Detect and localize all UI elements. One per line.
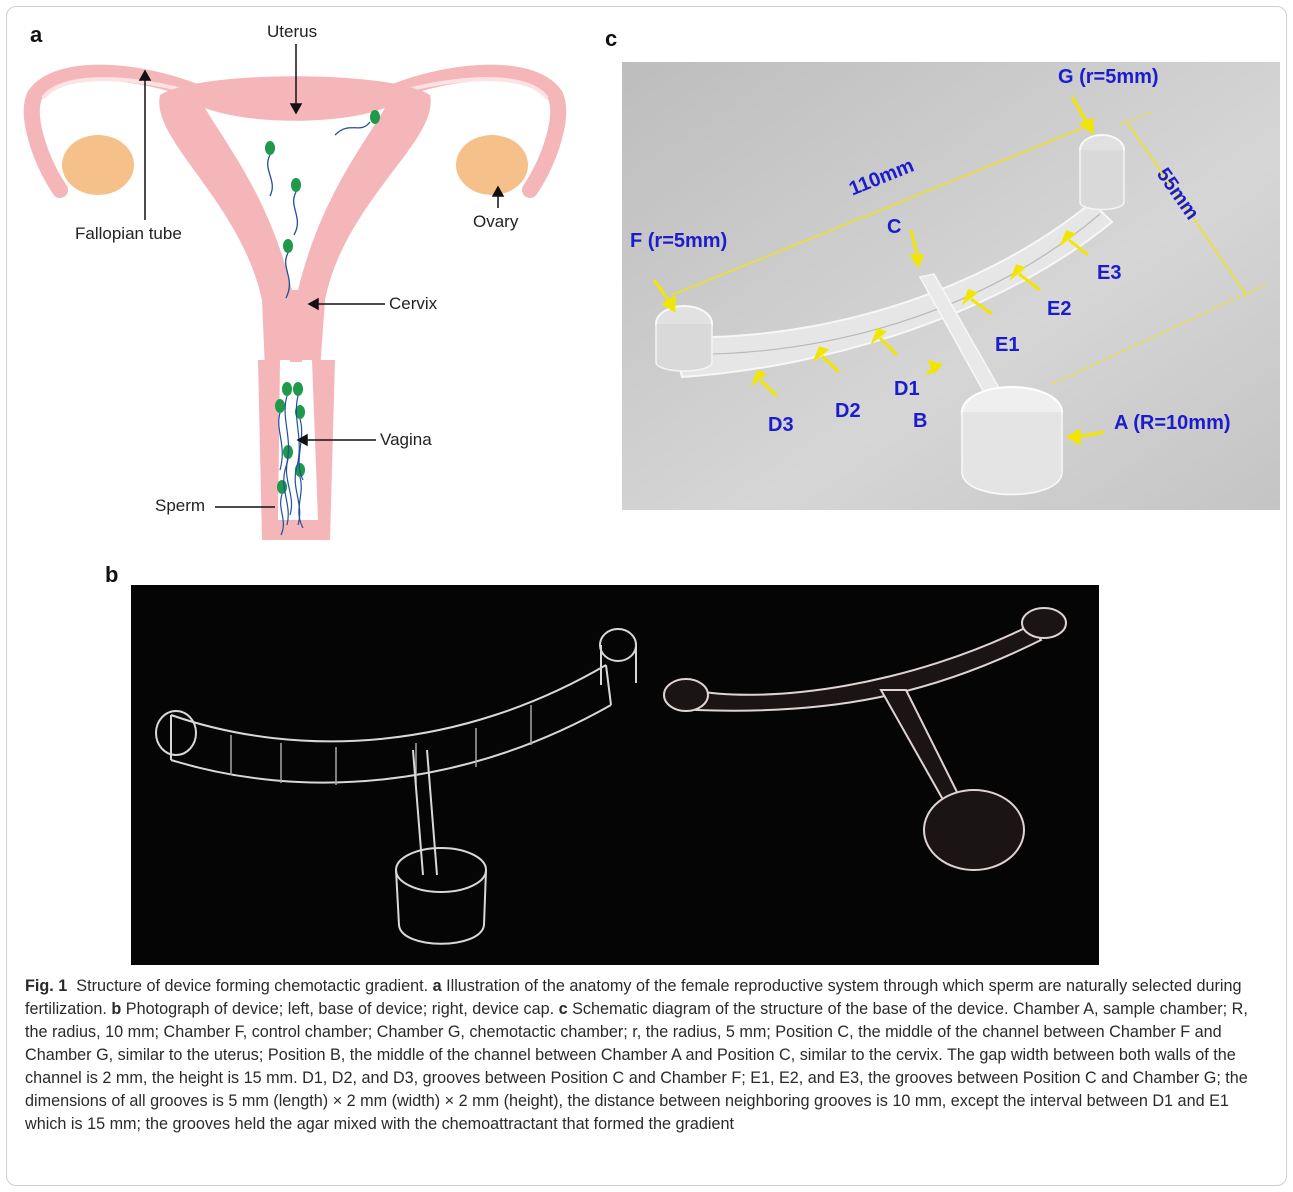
panel-c: G (r=5mm) F (r=5mm) A (R=10mm) C B D1 D2… — [622, 62, 1280, 510]
figure-caption: Fig. 1 Structure of device forming chemo… — [25, 975, 1273, 1136]
label-f: F (r=5mm) — [630, 230, 727, 253]
cervix-label: Cervix — [389, 294, 437, 314]
caption-c-key: c — [559, 1000, 568, 1018]
device-schematic — [622, 62, 1280, 510]
photo-background — [131, 585, 1099, 965]
chamber-a-wall — [962, 412, 1062, 495]
device-photograph — [131, 585, 1099, 965]
label-a: A (R=10mm) — [1114, 412, 1231, 435]
caption-a-key: a — [433, 977, 442, 995]
uterus-label: Uterus — [267, 22, 317, 42]
label-e1: E1 — [995, 334, 1019, 357]
caption-c-text: Schematic diagram of the structure of th… — [25, 1000, 1248, 1133]
caption-b-text: Photograph of device; left, base of devi… — [126, 1000, 554, 1018]
label-c: C — [887, 216, 901, 239]
label-b: B — [913, 410, 927, 433]
label-e3: E3 — [1097, 262, 1121, 285]
sperm-label: Sperm — [155, 496, 205, 516]
caption-body: Fig. 1 Structure of device forming chemo… — [25, 977, 1248, 1133]
vagina-label: Vagina — [380, 430, 432, 450]
label-d1: D1 — [894, 378, 920, 401]
caption-fig-label: Fig. 1 — [25, 977, 67, 995]
cervical-canal — [290, 290, 302, 362]
panel-b-letter: b — [105, 562, 118, 588]
label-e2: E2 — [1047, 298, 1071, 321]
label-d2: D2 — [835, 400, 861, 423]
caption-b-key: b — [111, 1000, 121, 1018]
panel-c-letter: c — [605, 26, 617, 52]
ovary-label: Ovary — [473, 212, 518, 232]
chamber-g-wall — [1080, 150, 1124, 210]
reproductive-system-illustration — [0, 0, 600, 560]
label-d3: D3 — [768, 414, 794, 437]
left-ovary — [62, 135, 134, 195]
right-ovary — [456, 135, 528, 195]
chamber-f-wall — [656, 324, 712, 371]
label-g: G (r=5mm) — [1058, 66, 1159, 89]
fallopian-tube-label: Fallopian tube — [75, 224, 182, 244]
caption-title: Structure of device forming chemotactic … — [76, 977, 428, 995]
panel-a: a — [0, 0, 600, 560]
panel-b — [131, 585, 1099, 965]
